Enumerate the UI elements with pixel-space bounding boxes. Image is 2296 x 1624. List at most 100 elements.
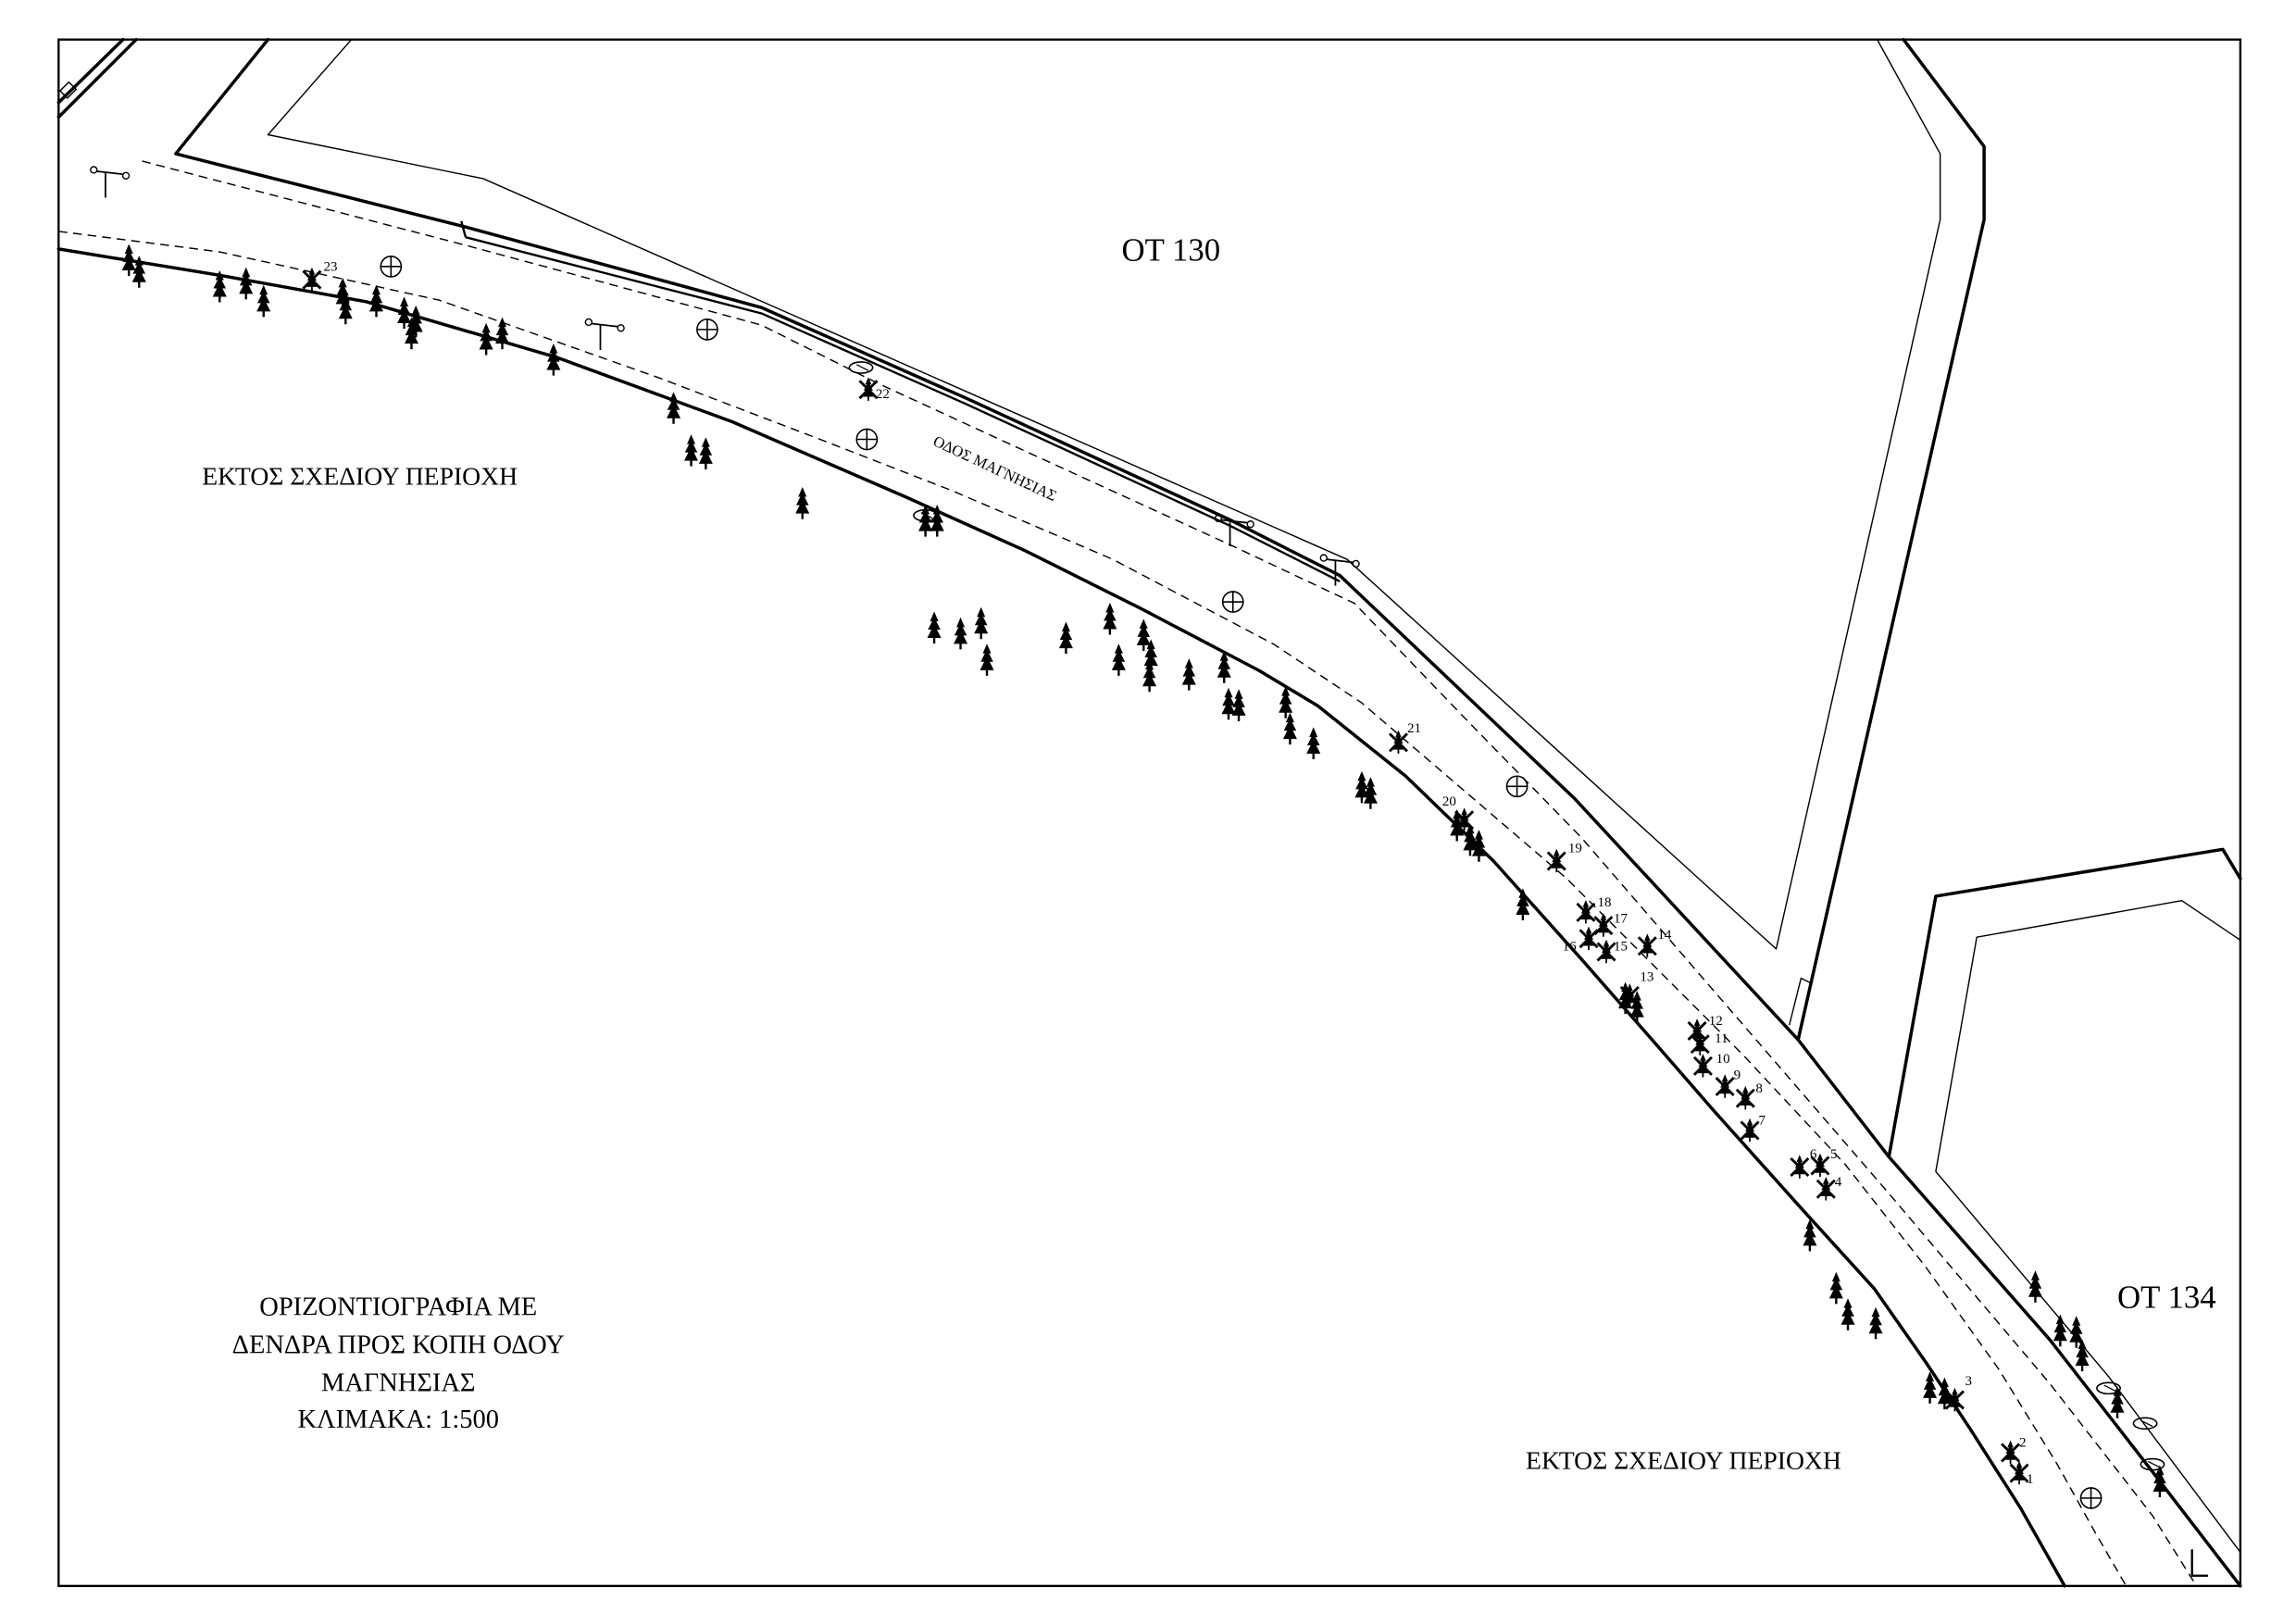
tree-icon	[1363, 777, 1378, 809]
corner-mark	[1789, 977, 1811, 1026]
tree-icon	[1828, 1271, 1843, 1305]
cut-mark-icon	[1790, 1157, 1810, 1178]
street-light-icon	[1319, 554, 1360, 586]
tree-icon	[479, 322, 493, 356]
cut-tree-number: 23	[324, 260, 338, 275]
tree-icon	[1103, 602, 1117, 635]
tree-icon	[1181, 658, 1196, 691]
cut-tree-marker: 10	[1692, 1052, 1730, 1078]
tree-icon	[546, 344, 561, 376]
cut-mark-icon	[1816, 1179, 1836, 1199]
block-ot130-curb-line-east	[1796, 37, 1986, 1042]
cut-mark-icon	[1715, 1077, 1735, 1097]
cut-tree-marker: 7	[1740, 1114, 1766, 1143]
tree-icon	[667, 392, 681, 424]
lamp-head-icon	[2096, 1381, 2121, 1395]
existing-trees	[121, 244, 2167, 1498]
tree-icon	[1143, 639, 1158, 672]
cut-tree-marker: 14	[1637, 928, 1672, 957]
tree-icon	[121, 244, 136, 277]
tree-icon	[684, 434, 699, 467]
tree-icon	[1136, 618, 1151, 651]
manhole-icon	[2079, 1487, 2103, 1509]
road-south-sidewalk-line	[58, 231, 2128, 1587]
scale-label: ΚΛΙΜΑΚΑ: 1:500	[297, 1405, 498, 1434]
manhole-icon	[380, 255, 403, 278]
cut-mark-icon	[858, 380, 879, 400]
cut-tree-number: 1	[2027, 1472, 2034, 1487]
cut-tree-marker: 21	[1388, 721, 1421, 755]
tree-icon	[1306, 727, 1321, 759]
tree-icon	[795, 487, 810, 519]
tree-icon	[980, 643, 994, 676]
block-ot134-building-line	[1935, 899, 2241, 1553]
cut-tree-marker: 19	[1546, 841, 1582, 873]
tree-icon	[1841, 1298, 1855, 1330]
title-block: ΟΡΙΖΟΝΤΙΟΓΡΑΦΙΑ ΜΕ ΔΕΝΔΡΑ ΠΡΟΣ ΚΟΠΗ ΟΔΟΥ…	[232, 1293, 565, 1434]
cut-mark-icon	[1637, 936, 1657, 956]
tree-icon	[338, 292, 353, 325]
tree-icon	[930, 505, 944, 537]
cut-tree-number: 7	[1759, 1114, 1766, 1129]
tree-icon	[927, 611, 942, 644]
block-ot130-curb-line	[174, 37, 1891, 1159]
tree-icon	[1937, 1377, 1952, 1410]
cut-mark-icon	[302, 269, 322, 290]
cut-tree-number: 8	[1755, 1081, 1763, 1096]
corner-fragment	[56, 37, 138, 119]
corner-mark	[2190, 1549, 2209, 1577]
cut-mark-icon	[1944, 1390, 1965, 1410]
cut-mark-icon	[2009, 1463, 2029, 1483]
cut-mark-icon	[1735, 1088, 1755, 1108]
area-label-west: ΕΚΤΟΣ ΣΧΕΔΙΟΥ ΠΕΡΙΟΧΗ	[202, 462, 518, 491]
lamp-head-icon	[2140, 1457, 2165, 1471]
cut-tree-marker: 20	[1442, 794, 1475, 831]
tree-icon	[974, 606, 989, 640]
cut-tree-marker: 18	[1576, 895, 1612, 924]
tree-icon	[1803, 1218, 1817, 1252]
manhole-icon	[696, 318, 718, 341]
tree-icon	[256, 284, 271, 318]
cut-mark-icon	[1596, 942, 1616, 962]
block-ot130-building-line	[267, 39, 1941, 950]
cut-tree-number: 17	[1614, 911, 1628, 926]
tree-icon	[1217, 651, 1231, 683]
cut-tree-number: 18	[1598, 895, 1612, 910]
tree-icon	[1282, 712, 1297, 745]
cut-tree-number: 5	[1830, 1147, 1838, 1162]
lamp-head-icon	[2132, 1417, 2158, 1430]
cut-mark-icon	[1454, 810, 1475, 831]
tree-icon	[2028, 1270, 2042, 1303]
cut-tree-number: 22	[876, 387, 890, 402]
block-ot134-curb-line	[1887, 847, 2242, 1588]
tree-icon	[494, 317, 510, 350]
tree-icon	[212, 269, 227, 303]
street-name-label: ΟΔΟΣ ΜΑΓΝΗΣΙΑΣ	[930, 432, 1059, 505]
cut-tree-number: 4	[1835, 1175, 1842, 1190]
cut-tree-number: 6	[1810, 1147, 1817, 1162]
manhole-icon	[855, 428, 879, 451]
street-light-icon	[1214, 514, 1254, 546]
tree-icon	[698, 437, 713, 469]
cut-tree-marker: 8	[1735, 1081, 1763, 1110]
cut-tree-marker: 23	[302, 260, 338, 292]
cut-tree-number: 21	[1407, 721, 1421, 736]
title-line-3: ΜΑΓΝΗΣΙΑΣ	[321, 1369, 476, 1398]
cut-mark-icon	[1687, 1020, 1707, 1041]
manhole-icon	[1221, 591, 1244, 613]
cut-tree-marker: 12	[1687, 1014, 1723, 1043]
cut-tree-marker: 4	[1816, 1175, 1842, 1201]
boundary-tick	[460, 220, 468, 238]
street-light-icon	[584, 318, 625, 351]
tree-icon	[368, 284, 384, 318]
block-label-ot130: ΟΤ 130	[1122, 232, 1221, 269]
tree-icon	[954, 617, 968, 650]
tree-icon	[1221, 687, 1236, 720]
area-label-south-east: ΕΚΤΟΣ ΣΧΕΔΙΟΥ ΠΕΡΙΟΧΗ	[1526, 1445, 1841, 1474]
tree-icon	[1279, 686, 1293, 718]
cut-mark-icon	[1692, 1056, 1713, 1076]
title-line-1: ΟΡΙΖΟΝΤΙΟΓΡΑΦΙΑ ΜΕ	[259, 1293, 537, 1321]
drawing-frame	[57, 38, 2242, 1588]
